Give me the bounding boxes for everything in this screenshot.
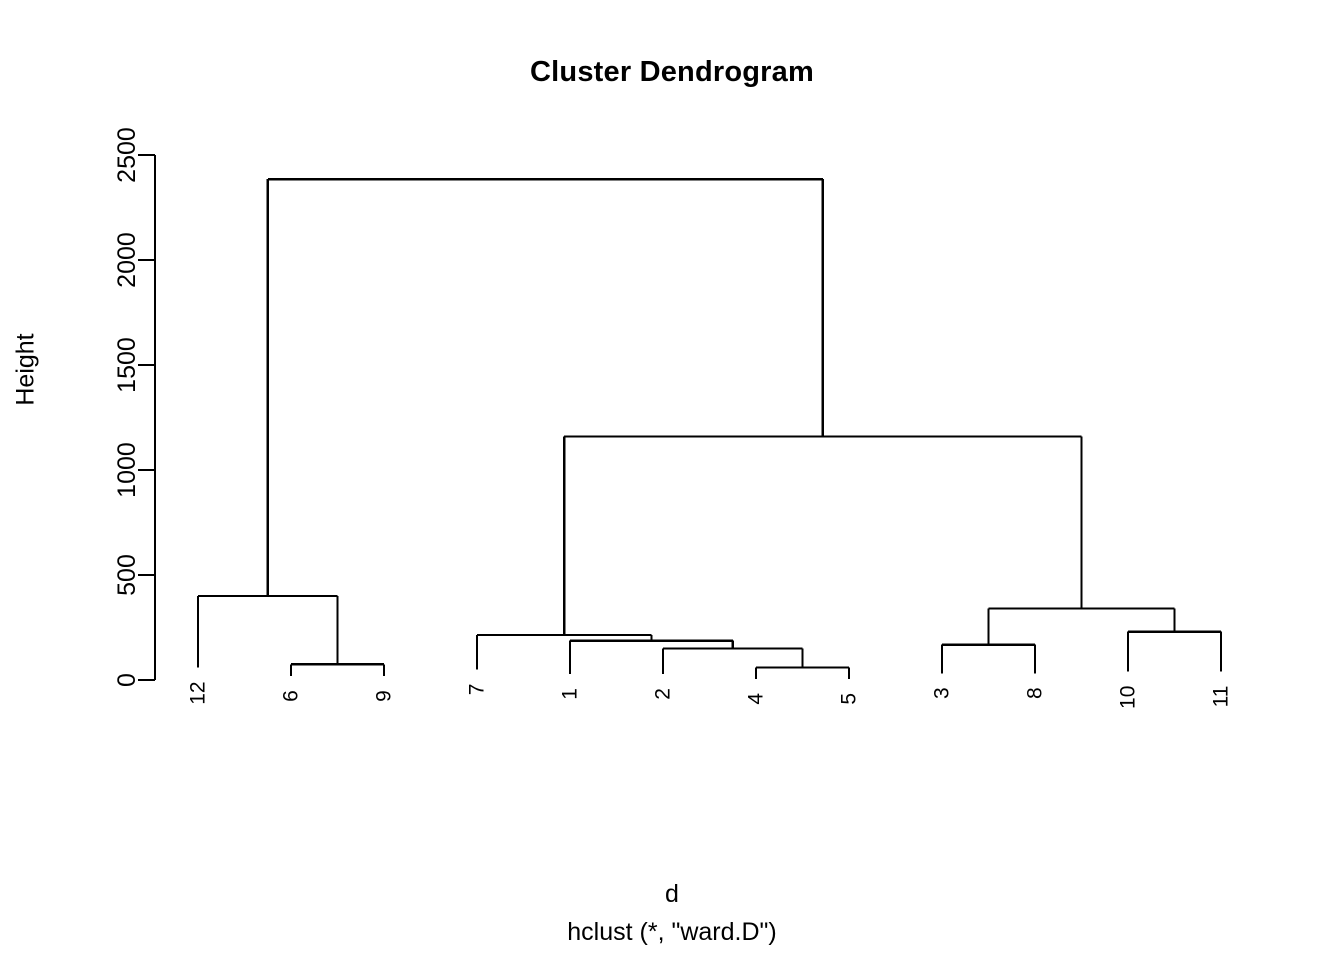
y-tick-label: 2500	[113, 127, 141, 183]
leaf-label: 3	[931, 687, 954, 699]
page-title: Cluster Dendrogram	[530, 56, 814, 88]
x-axis-sublabel: hclust (*, "ward.D")	[567, 918, 777, 946]
dendrogram-merge-node	[987, 607, 1176, 645]
leaf-label: 7	[466, 684, 489, 696]
dendrogram-merge-node	[661, 647, 804, 675]
x-axis-label: d	[665, 880, 679, 908]
y-tick-label: 0	[113, 673, 141, 687]
leaf-label: 8	[1024, 687, 1047, 699]
y-axis: 0 500 1000 1500 2000 2500	[113, 127, 157, 687]
dendrogram-merge-node	[754, 666, 851, 679]
dendrogram-merge-node	[289, 663, 386, 677]
y-tick-label: 1000	[113, 442, 141, 498]
dendrogram-merge-node	[196, 594, 339, 668]
dendrogram-merge-node	[266, 178, 824, 596]
y-tick-label: 500	[113, 554, 141, 596]
leaf-label: 4	[745, 693, 768, 705]
leaf-label: 6	[280, 690, 303, 702]
leaf-label: 10	[1117, 686, 1140, 709]
dendrogram-merge-node	[568, 639, 734, 675]
y-tick-label: 2000	[113, 232, 141, 288]
leaf-label: 12	[187, 681, 210, 704]
leaf-label: 11	[1210, 686, 1233, 708]
dendrogram-merge-node	[940, 643, 1037, 674]
dendrogram-merge-node	[1126, 630, 1223, 672]
dendrogram-tree	[196, 178, 1223, 679]
leaf-label: 2	[652, 688, 675, 700]
leaf-label: 1	[559, 688, 582, 700]
leaf-label: 9	[373, 690, 396, 702]
dendrogram-merge-node	[563, 435, 1083, 635]
y-tick-label: 1500	[113, 337, 141, 393]
leaf-label: 5	[838, 693, 861, 705]
